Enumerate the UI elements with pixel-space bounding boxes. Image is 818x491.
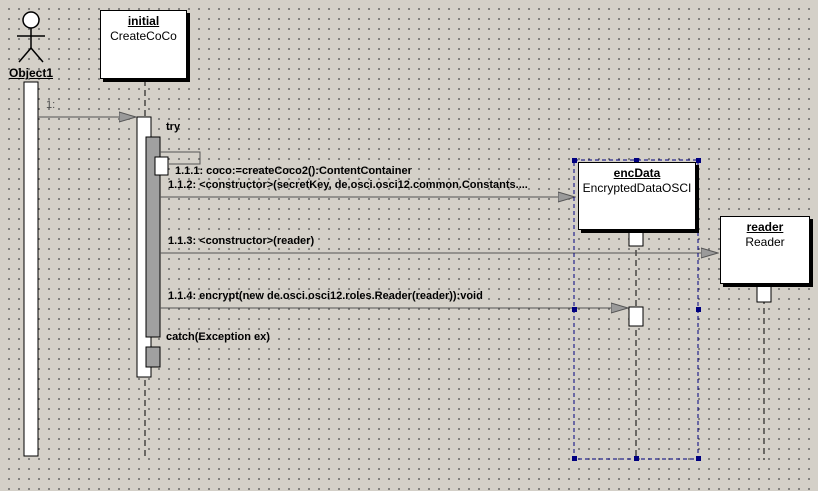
message-label-1-1-1: 1.1.1: coco:=createCoco2():ContentContai…	[175, 165, 412, 177]
encdata-encrypt-activation[interactable]	[628, 306, 644, 327]
catch-block-activation[interactable]	[145, 346, 161, 368]
object-name: encData	[613, 166, 661, 180]
message-label-1-1-4: 1.1.4: encrypt(new de.osci.osci12.roles.…	[168, 290, 483, 302]
object-box-reader[interactable]: reader Reader	[720, 216, 810, 284]
object-name: reader	[746, 220, 784, 234]
self-call-activation[interactable]	[154, 156, 169, 176]
actor-activation-bar[interactable]	[23, 81, 39, 457]
try-fragment-label: try	[166, 121, 181, 133]
object-name: initial	[127, 14, 160, 28]
reader-constructor-activation[interactable]	[756, 285, 772, 303]
actor-name: Object1	[9, 66, 54, 80]
encdata-constructor-activation[interactable]	[628, 229, 644, 247]
try-block-activation[interactable]	[145, 136, 161, 338]
object-type: EncryptedDataOSCI	[582, 181, 692, 195]
object-box-initial[interactable]: initial CreateCoCo	[100, 10, 187, 79]
message-label-1-1-2: 1.1.2: <constructor>(secretKey, de.osci.…	[168, 179, 528, 191]
message-label-1: 1:	[46, 99, 56, 111]
actor-stick-figure-icon[interactable]	[17, 11, 45, 63]
encdata-selection-frame[interactable]	[572, 158, 701, 461]
object-type: Reader	[745, 235, 785, 249]
message-label-1-1-3: 1.1.3: <constructor>(reader)	[168, 235, 315, 247]
catch-fragment-label: catch(Exception ex)	[166, 331, 270, 343]
object-box-encdata[interactable]: encData EncryptedDataOSCI	[578, 162, 696, 230]
message-arrow-1-1-1[interactable]	[160, 151, 201, 165]
object-type: CreateCoCo	[110, 29, 177, 43]
